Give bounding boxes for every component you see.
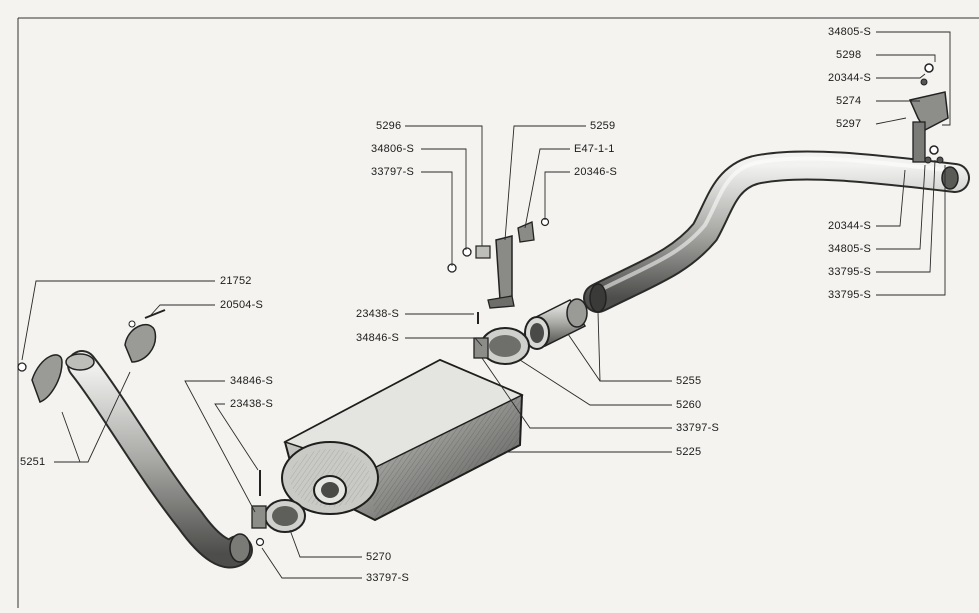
label-33797-s-low: 33797-S: [366, 572, 409, 584]
label-5225: 5225: [676, 446, 702, 458]
label-5296: 5296: [376, 120, 402, 132]
label-21752: 21752: [220, 275, 252, 287]
intermediate-pipe-5255: [524, 298, 588, 350]
label-23438-s-mid: 23438-S: [356, 308, 399, 320]
support-bracket-5259: [447, 217, 550, 324]
label-33795-s-b: 33795-S: [828, 289, 871, 301]
label-20344-s-top: 20344-S: [828, 72, 871, 84]
label-5298: 5298: [836, 49, 862, 61]
label-5255: 5255: [676, 375, 702, 387]
label-5251: 5251: [20, 456, 46, 468]
label-20504-s: 20504-S: [220, 299, 263, 311]
label-33797-s-upper: 33797-S: [371, 166, 414, 178]
label-33797-s-mid: 33797-S: [676, 422, 719, 434]
label-23438-s-low: 23438-S: [230, 398, 273, 410]
tailpipe-5255: [583, 150, 970, 313]
label-5274: 5274: [836, 95, 862, 107]
label-5259: 5259: [590, 120, 616, 132]
label-e47-1-1: E47-1-1: [574, 143, 615, 155]
label-34805-s-bot: 34805-S: [828, 243, 871, 255]
label-20344-s-bot: 20344-S: [828, 220, 871, 232]
manifold-flange-parts: [17, 309, 166, 403]
inlet-pipe-5251: [65, 350, 253, 569]
label-34846-s-mid: 34846-S: [356, 332, 399, 344]
label-5297: 5297: [836, 118, 862, 130]
label-5270: 5270: [366, 551, 392, 563]
label-5260: 5260: [676, 399, 702, 411]
label-34846-s-low: 34846-S: [230, 375, 273, 387]
tail-hanger-bracket: [908, 63, 949, 164]
leader-lines: [21, 31, 951, 579]
label-34806-s: 34806-S: [371, 143, 414, 155]
clamp-5270: [251, 470, 306, 547]
muffler-5225: [281, 358, 524, 522]
label-34805-s-top: 34805-S: [828, 26, 871, 38]
label-33795-s-a: 33795-S: [828, 266, 871, 278]
label-20346-s: 20346-S: [574, 166, 617, 178]
clamp-5260: [473, 327, 530, 365]
